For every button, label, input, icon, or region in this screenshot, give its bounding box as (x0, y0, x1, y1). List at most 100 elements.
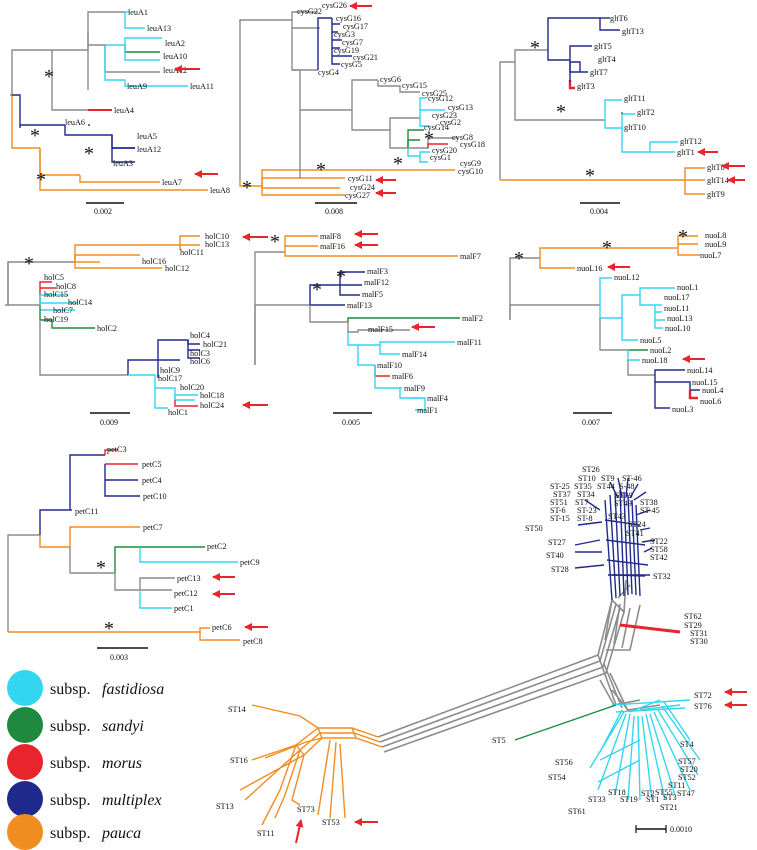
taxon-label: cysG27 (345, 191, 370, 200)
network-label: ST55 (655, 788, 673, 797)
network-label: ST50 (525, 524, 543, 533)
taxon-label: petC11 (75, 507, 98, 516)
support-star: * (96, 557, 106, 579)
scale-bar-label: 0.004 (590, 207, 608, 216)
network-label: ST21 (660, 803, 678, 812)
legend-name: fastidiosa (102, 681, 164, 698)
taxon-label: leuA5 (137, 132, 157, 141)
scale-bar-label: 0.009 (100, 418, 118, 427)
taxon-label: petC6 (212, 623, 232, 632)
tree-malF: malF8 malF16 malF7 malF3 malF12 malF5 ma… (254, 230, 483, 427)
taxon-label: leuA12 (137, 145, 161, 154)
taxon-label: cysG6 (380, 75, 401, 84)
legend-prefix: subsp. (50, 755, 90, 772)
network-label: ST54 (548, 773, 566, 782)
taxon-label: cysG26 (322, 1, 347, 10)
taxon-label: nuoL17 (664, 293, 689, 302)
taxon-label: malF15 (368, 325, 393, 334)
taxon-label: petC12 (174, 589, 198, 598)
taxon-label: petC9 (240, 558, 260, 567)
scale-bar-label: 0.008 (325, 207, 343, 216)
network-label: ST16 (230, 756, 248, 765)
scale-bar-label: 0.003 (110, 653, 128, 662)
taxon-label: cysG14 (424, 123, 449, 132)
taxon-label: holC13 (205, 240, 229, 249)
network-label: ST28 (551, 565, 569, 574)
network-label: ST53 (322, 818, 340, 827)
legend-name: morus (102, 755, 142, 772)
taxon-label: nuoL2 (650, 346, 671, 355)
taxon-label: gltT8 (707, 163, 725, 172)
tree-leuA: leuA1 leuA13 leuA2 leuA10 leuA12 leuA9 l… (10, 8, 230, 216)
taxon-label: nuoL12 (614, 273, 639, 282)
support-star: * (424, 128, 434, 150)
support-star: * (393, 153, 403, 175)
legend-prefix: subsp. (50, 718, 90, 735)
taxon-label: gltT13 (622, 27, 644, 36)
network-label: ST1 (646, 795, 660, 804)
network-label: ST10 (578, 474, 596, 483)
network-label: ST61 (568, 807, 586, 816)
taxon-label: holC17 (158, 374, 182, 383)
support-star: * (530, 37, 540, 59)
taxon-label: cysG5 (341, 60, 362, 69)
taxon-label: cysG13 (448, 103, 473, 112)
taxon-label: cysG3 (334, 30, 355, 39)
taxon-label: leuA13 (147, 24, 171, 33)
taxon-label: petC5 (142, 460, 162, 469)
taxon-label: holC2 (97, 324, 117, 333)
network-label: ST52 (678, 773, 696, 782)
network-label: ST27 (548, 538, 566, 547)
tree-gltT: gltT6 gltT13 gltT5 gltT4 gltT7 gltT3 glt… (499, 14, 745, 216)
taxon-label: nuoL4 (702, 386, 723, 395)
taxon-label: leuA6 (65, 118, 85, 127)
taxon-label: malF3 (367, 267, 388, 276)
taxon-label: cysG11 (348, 174, 373, 183)
network-label: ST34 (577, 490, 595, 499)
network-label: ST19 (620, 795, 638, 804)
network-label: ST57 (678, 757, 696, 766)
network-graph: ST26 ST10 ST9 ST-46 ST-25 ST35 ST44 S-48… (216, 465, 747, 844)
legend-swatch-sandyi (7, 707, 43, 743)
taxon-label: nuoL10 (665, 324, 690, 333)
taxon-label: cysG2 (440, 118, 461, 127)
taxon-label: holC20 (180, 383, 204, 392)
network-label: ST49 (614, 499, 632, 508)
legend-swatch-pauca (7, 814, 43, 850)
legend-name: multiplex (102, 792, 162, 809)
taxon-label: nuoL16 (577, 264, 602, 273)
tree-nuoL: nuoL8 nuoL9 nuoL7 nuoL16 nuoL12 nuoL1 nu… (509, 226, 726, 427)
network-label: ST-8 (577, 514, 593, 523)
support-star: * (30, 125, 40, 147)
taxon-label: gltT2 (637, 108, 655, 117)
network-label: ST24 (628, 520, 646, 529)
legend: subsp. fastidiosa subsp. sandyi subsp. m… (7, 670, 164, 850)
taxon-label: cysG22 (297, 7, 322, 16)
taxon-label: holC4 (190, 331, 210, 340)
taxon-label: nuoL13 (667, 314, 692, 323)
taxon-label: malF11 (457, 338, 482, 347)
taxon-label: cysG12 (428, 94, 453, 103)
taxon-label: holC11 (180, 248, 204, 257)
taxon-label: holC21 (203, 340, 227, 349)
network-label: ST58 (650, 545, 668, 554)
taxon-label: malF12 (364, 278, 389, 287)
taxon-label: nuoL3 (672, 405, 693, 414)
network-label: ST-45 (640, 506, 660, 515)
taxon-label: holC3 (190, 349, 210, 358)
network-label: ST-15 (550, 514, 570, 523)
taxon-label: holC19 (44, 315, 68, 324)
taxon-label: leuA7 (162, 178, 182, 187)
taxon-label: leuA12 (163, 66, 187, 75)
taxon-label: malF6 (392, 372, 413, 381)
legend-swatch-morus (7, 744, 43, 780)
taxon-label: cysG18 (460, 140, 485, 149)
taxon-label: petC2 (207, 542, 227, 551)
network-label: ST39 (615, 491, 633, 500)
taxon-label: cysG4 (318, 68, 339, 77)
taxon-label: malF2 (462, 314, 483, 323)
scale-bar-label: 0.0010 (670, 825, 692, 834)
taxon-label: malF8 (320, 232, 341, 241)
tree-petC: petC3 petC5 petC4 petC10 petC11 petC7 pe… (7, 445, 268, 662)
